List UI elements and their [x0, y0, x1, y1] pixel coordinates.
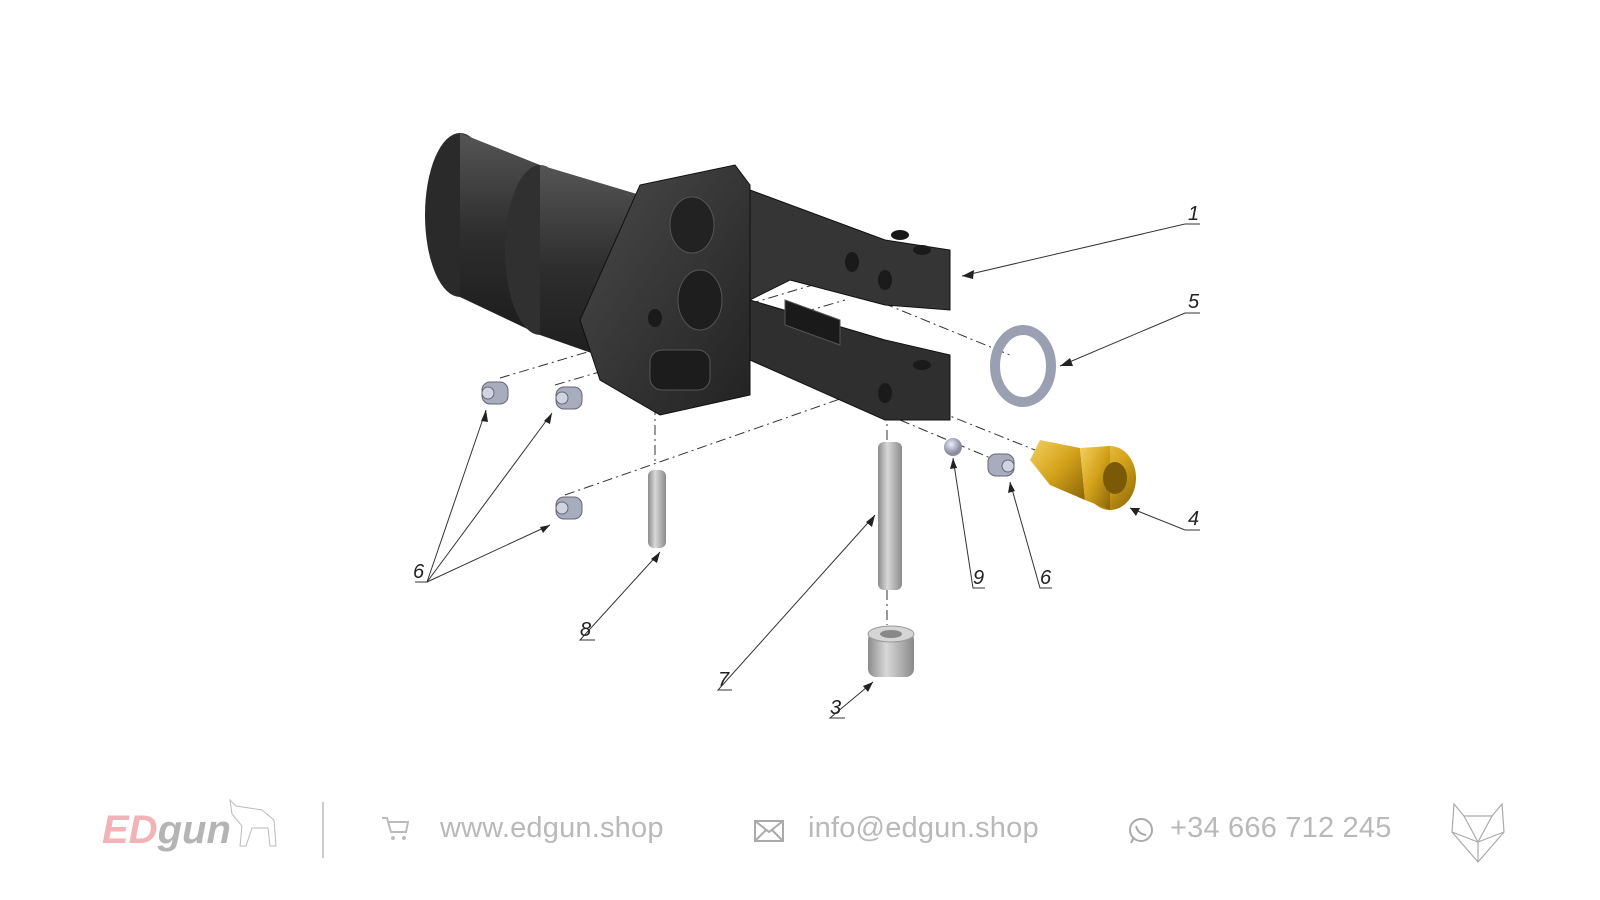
callout-7: 7 [718, 669, 730, 691]
arrowheads [481, 270, 1140, 692]
whatsapp-icon [1129, 818, 1153, 844]
footer-logo: EDgun [102, 808, 231, 852]
part-8-pin [648, 470, 666, 548]
part-1-main-body [425, 133, 951, 421]
logo-ed-part: ED [102, 808, 158, 852]
envelope-icon [754, 820, 784, 842]
callout-9: 9 [973, 567, 984, 589]
cart-icon [382, 817, 410, 840]
website-link[interactable]: www.edgun.shop [440, 812, 664, 844]
callout-4: 4 [1188, 508, 1199, 530]
callout-6-left: 6 [413, 561, 425, 583]
footer: EDgun www.edgun.shop info@edgun.shop +34… [0, 790, 1600, 880]
callout-6-right: 6 [1040, 567, 1052, 589]
phone-link[interactable]: +34 666 712 245 [1170, 812, 1392, 844]
email-link[interactable]: info@edgun.shop [808, 812, 1039, 844]
footer-divider [322, 802, 324, 858]
wolf-logo-icon [1451, 802, 1505, 863]
part-5-o-ring [990, 325, 1056, 407]
callout-8: 8 [580, 619, 591, 641]
part-4-brass-valve [1030, 440, 1136, 510]
callout-1: 1 [1188, 203, 1199, 225]
callout-5: 5 [1188, 291, 1200, 313]
dog-logo-icon [229, 798, 277, 847]
part-7-pin [878, 442, 902, 590]
part-3-bushing [867, 625, 915, 677]
callout-3: 3 [830, 697, 841, 719]
part-6-grub-screws [481, 381, 1015, 520]
leader-lines [415, 223, 1200, 719]
part-9-ball [944, 438, 962, 456]
